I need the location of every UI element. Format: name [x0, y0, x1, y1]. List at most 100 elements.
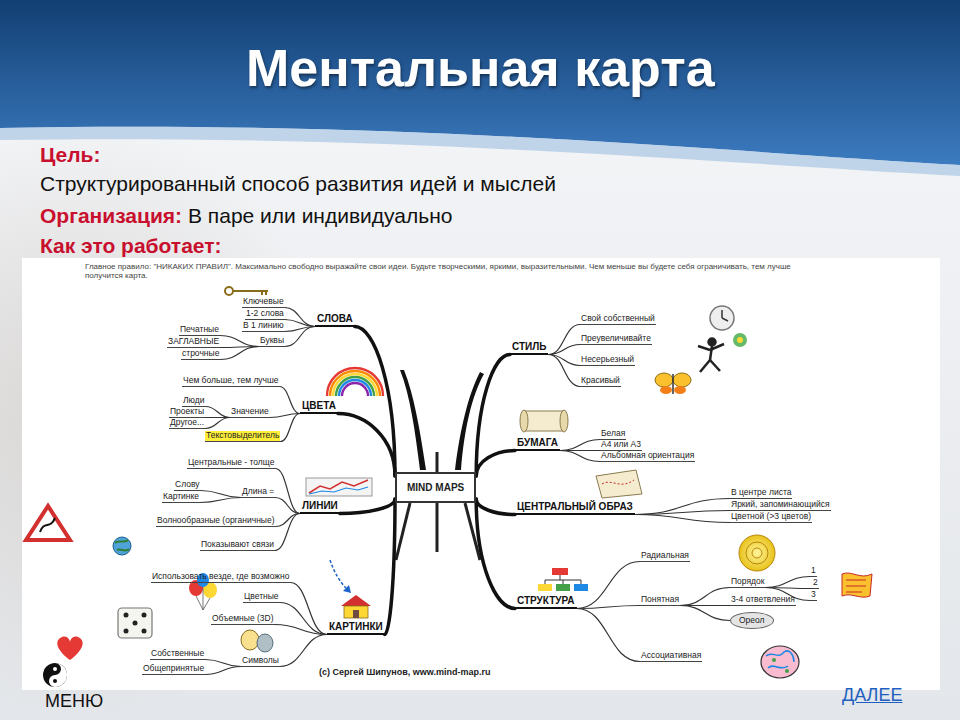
sub-branch-label: Цветной (>3 цветов) [730, 512, 812, 523]
branch-line [275, 498, 300, 514]
dice-icon [118, 608, 152, 638]
node-text: БУМАГА [517, 437, 558, 448]
sub-branch-label: Радиальная [640, 551, 690, 562]
branch-line [766, 577, 811, 588]
clock-icon [710, 306, 734, 330]
node-text: А4 или А3 [601, 439, 641, 449]
graph-icon [306, 478, 372, 496]
node-text: Проекты [170, 406, 204, 416]
dashed-arrow [330, 560, 351, 593]
sub-branch-label: Цветные [243, 592, 280, 603]
sub-branch-label: 3-4 ответвления [730, 595, 796, 606]
branch-line [560, 451, 600, 462]
sub-branch-label: Свой собственный [580, 314, 656, 325]
branch-line [476, 499, 515, 609]
copyright-note: (c) Сергей Шипунов, www.mind-map.ru [319, 667, 490, 678]
scroll-icon [520, 410, 568, 432]
node-text: Ключевые [243, 296, 284, 306]
sub-branch-label: Несерьезный [580, 355, 635, 366]
node-text: Картинке [163, 491, 199, 501]
node-text: Значение [231, 406, 269, 416]
sub-branch-label: 1-2 слова [245, 309, 285, 320]
warning-sign-icon [26, 506, 70, 540]
node-text: В центре листа [731, 487, 791, 497]
branch-line [291, 583, 328, 635]
org-chart-icon [538, 568, 588, 591]
sub-branch-label: 1 [810, 566, 817, 577]
node-text: СЛОВА [317, 313, 353, 324]
mindmap-panel [22, 258, 940, 690]
branch-line [355, 327, 395, 477]
house-icon [341, 595, 371, 618]
node-text: Печатные [180, 324, 219, 334]
flower-icon [733, 333, 747, 347]
branch-line [285, 308, 315, 327]
butterfly-icon [655, 373, 691, 394]
branch-line [549, 345, 581, 355]
man-icon [698, 339, 724, 373]
branch-line [385, 499, 395, 635]
node-text: 3-4 ответвления [731, 594, 795, 604]
highlighted-branch-label: Текстовыделитель [205, 431, 280, 442]
branch-line [338, 414, 395, 477]
globe-icon [113, 537, 131, 555]
node-text: Понятная [641, 594, 679, 604]
rainbow-icon [327, 368, 383, 396]
node-text: Красивый [581, 375, 620, 385]
branch-line [635, 499, 730, 515]
branch-line [285, 327, 315, 347]
brain-icon [761, 646, 799, 678]
field-label: Как это работает: [40, 234, 222, 258]
sub-branch-label: 2 [812, 578, 819, 589]
node-text: Цветные [244, 591, 279, 601]
main-branch-label: ЛИНИИ [300, 500, 340, 514]
main-branch-label: ЦЕНТРАЛЬНЫЙ ОБРАЗ [515, 501, 635, 515]
node-text: Использовать везде, где возможно [152, 571, 289, 581]
sub-branch-label: Значение [230, 407, 270, 418]
sub-branch-label: Символы [241, 656, 280, 667]
branch-line [220, 336, 259, 347]
node-text: Другое... [170, 417, 204, 427]
node-text: Волнообразные (органичные) [157, 515, 275, 525]
node-text: 1-2 слова [246, 308, 284, 318]
branch-line [280, 414, 300, 442]
node-text: 2 [813, 577, 818, 587]
node-text: строчные [182, 348, 219, 358]
sub-branch-label: Использовать везде, где возможно [151, 572, 290, 583]
branch-line [280, 635, 327, 667]
branch-line [680, 588, 730, 606]
branch-line [635, 515, 730, 523]
slide-title: Ментальная карта [246, 38, 715, 98]
masks-icon [241, 630, 273, 652]
node-text: Преувеличивайте [581, 333, 651, 343]
node-text: Текстовыделитель [206, 430, 279, 440]
heart-icon [57, 637, 82, 660]
sub-branch-label: Буквы [259, 336, 285, 347]
sub-branch-label: Проекты [169, 407, 205, 418]
node-text: Собственные [151, 648, 204, 658]
branch-line [275, 625, 328, 635]
node-text: Общепринятые [143, 663, 204, 673]
node-text: Белая [601, 428, 625, 438]
branch-line [276, 469, 301, 514]
sub-branch-label: Белая [600, 429, 626, 440]
map-icon [596, 470, 642, 498]
node-text: Ассоциативная [641, 650, 701, 660]
sub-branch-label: Ключевые [242, 297, 285, 308]
oval-branch-label: Ореол [730, 612, 774, 629]
sub-branch-label: Объемные (3D) [211, 614, 275, 625]
node-text: Яркий, запоминающийся [731, 499, 830, 509]
sub-branch-label: строчные [181, 349, 220, 360]
node-text: Люди [183, 395, 204, 405]
radial-icon [739, 535, 775, 571]
node-text: Показывают связи [201, 539, 274, 549]
node-text: 3 [811, 589, 816, 599]
sub-branch-label: Показывают связи [200, 540, 275, 551]
node-text: СТРУКТУРА [517, 595, 575, 606]
branch-line [560, 440, 600, 451]
branch-line [205, 667, 241, 675]
node-text: КАРТИНКИ [329, 621, 383, 632]
sub-branch-label: Преувеличивайте [580, 334, 652, 345]
